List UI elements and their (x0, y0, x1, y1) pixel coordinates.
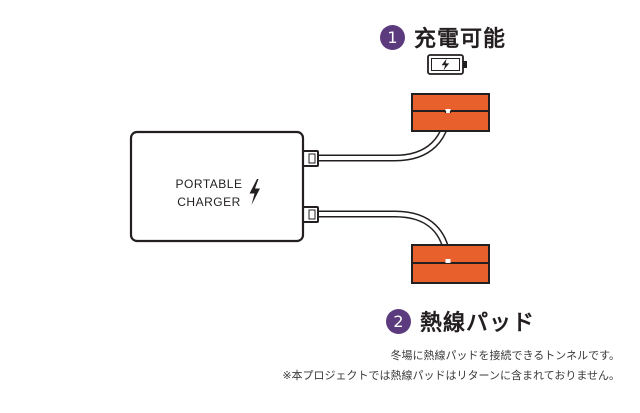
heat-pad-top (411, 93, 490, 132)
step-number-badge: 2 (386, 308, 411, 334)
step-number-badge: 1 (380, 24, 405, 50)
lightning-bolt-icon (249, 179, 260, 205)
step-title: 充電可能 (414, 27, 507, 52)
footnote-line-1: 冬場に熱線パッドを接続できるトンネルです。 (390, 349, 620, 362)
footnote: 冬場に熱線パッドを接続できるトンネルです。 ※本プロジェクトでは熱線パッドはリタ… (282, 346, 620, 386)
battery-charging-icon (427, 54, 467, 75)
connector-top (302, 150, 319, 167)
connector-bottom (302, 206, 319, 223)
step-2-heat-pad-label: 2 熱線パッド (386, 305, 535, 337)
charger-label-line-1: PORTABLE (175, 177, 243, 191)
charger-label: PORTABLE CHARGER (164, 175, 254, 211)
step-title: 熱線パッド (420, 311, 536, 336)
portable-charger-body (129, 130, 305, 243)
charger-label-line-2: CHARGER (177, 195, 241, 209)
footnote-line-2: ※本プロジェクトでは熱線パッドはリターンに含まれておりません。 (282, 369, 620, 382)
heat-pad-bottom (411, 244, 490, 284)
step-1-charging-label: 1 充電可能 (380, 21, 506, 53)
